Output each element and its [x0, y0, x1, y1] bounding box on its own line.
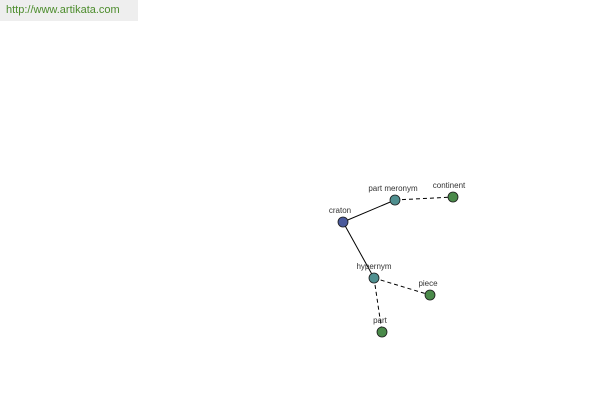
site-url-link[interactable]: http://www.artikata.com: [6, 4, 120, 16]
node-part-label: part: [373, 316, 388, 325]
node-part-meronym-dot[interactable]: [389, 194, 401, 206]
node-piece-label: piece: [418, 279, 438, 288]
edge-hypernym-to-piece: [373, 277, 431, 296]
edge-part-meronym-to-continent: [394, 196, 454, 201]
node-continent[interactable]: continent: [433, 181, 466, 203]
node-continent-label: continent: [433, 181, 466, 190]
url-banner: http://www.artikata.com: [0, 0, 138, 21]
edge-hypernym-to-part: [373, 277, 383, 333]
node-piece[interactable]: piece: [418, 279, 438, 301]
graph-nodes: craton part meronym continent hypernym piece…: [329, 181, 466, 338]
node-part[interactable]: part: [373, 316, 388, 338]
node-part-meronym[interactable]: part meronym: [368, 184, 418, 206]
node-piece-dot[interactable]: [424, 289, 436, 301]
node-hypernym-dot[interactable]: [368, 272, 380, 284]
node-craton[interactable]: craton: [329, 206, 351, 228]
node-part-meronym-label: part meronym: [368, 184, 418, 193]
node-hypernym[interactable]: hypernym: [356, 262, 392, 284]
node-craton-dot[interactable]: [337, 216, 349, 228]
edge-craton-to-hypernym: [342, 221, 375, 279]
node-craton-label: craton: [329, 206, 351, 215]
node-continent-dot[interactable]: [447, 191, 459, 203]
node-part-dot[interactable]: [376, 326, 388, 338]
edge-craton-to-part-meronym: [342, 199, 396, 223]
node-hypernym-label: hypernym: [356, 262, 391, 271]
graph-edges: [342, 196, 454, 333]
